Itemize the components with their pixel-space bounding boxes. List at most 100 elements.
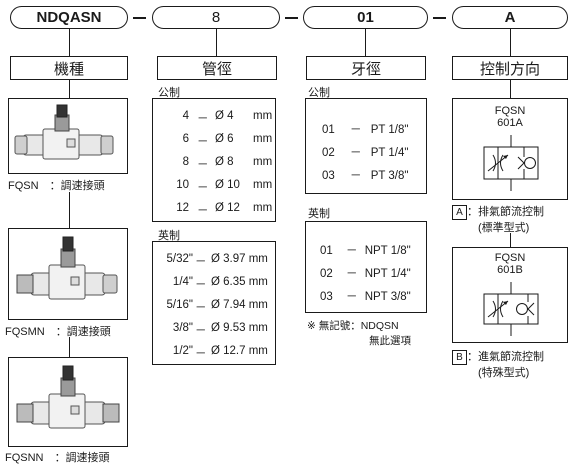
port-thread: NPT 1/4" <box>364 268 411 280</box>
fitting-image-fqsnn <box>8 357 128 447</box>
tube-dash: － <box>197 205 209 217</box>
port-code-value: 01 <box>322 124 335 136</box>
port-dash: － <box>350 170 362 182</box>
control-a-caption-line2: (標準型式) <box>478 222 530 234</box>
code-separator <box>285 17 298 19</box>
tube-unit: mm <box>253 110 273 122</box>
type-header: 機種 <box>10 56 128 80</box>
tube-size: Ø 12 <box>215 202 240 214</box>
tube-metric-label: 公制 <box>158 87 180 99</box>
tube-dash: － <box>197 182 209 194</box>
flow-control-a-icon <box>483 135 539 191</box>
series-code-pill: NDQASN <box>10 6 128 29</box>
tube-size: Ø 6.35 mm <box>211 276 268 288</box>
tube-size: Ø 4 <box>215 110 234 122</box>
type-header-label: 機種 <box>53 60 84 78</box>
type-desc: 調速接頭 <box>60 180 105 192</box>
control-a-caption: A：排氣節流控制 <box>452 203 544 220</box>
tube-unit: mm <box>253 133 273 145</box>
tube-size: Ø 7.94 mm <box>211 299 268 311</box>
tube-unit: mm <box>253 202 273 214</box>
control-a-box: FQSN 601A <box>452 98 568 200</box>
port-code-value: 03 <box>322 170 335 182</box>
control-b-letter: B <box>452 349 467 365</box>
connector-line <box>510 80 511 98</box>
tube-metric-box: 4 － Ø 4 mm 6 － Ø 6 mm 8 － Ø 8 mm 10 － Ø … <box>152 98 276 222</box>
port-thread: NPT 1/8" <box>364 245 411 257</box>
port-code-value: 02 <box>322 147 335 159</box>
tube-header-label: 管徑 <box>201 60 232 78</box>
type-caption-fqsnn: FQSNN ：調速接頭 <box>5 449 110 465</box>
tube-size: Ø 6 <box>215 133 234 145</box>
port-thread: PT 3/8" <box>370 170 409 182</box>
tube-code: 8 <box>211 9 221 26</box>
tube-dash: － <box>195 348 207 360</box>
tube-dash: － <box>195 302 207 314</box>
port-code-value: 01 <box>320 245 333 257</box>
port-metric-label: 公制 <box>308 87 330 99</box>
port-imperial-row: 02 － NPT 1/4" <box>320 265 411 281</box>
port-note: ※ 無記號：NDQSN 無此選項 <box>307 318 411 348</box>
fitting-fqsmn-icon <box>16 236 118 300</box>
port-note-line1: ※ 無記號：NDQSN <box>307 320 399 332</box>
port-dash: － <box>350 147 362 159</box>
control-a-desc: ：排氣節流控制 <box>467 206 544 218</box>
port-dash: － <box>346 245 358 257</box>
connector-line <box>69 29 70 56</box>
tube-dash: － <box>195 256 207 268</box>
tube-header: 管徑 <box>157 56 277 80</box>
tube-dash: － <box>195 279 207 291</box>
tube-code-value: 1/4" <box>172 276 193 288</box>
port-header-label: 牙徑 <box>350 60 381 78</box>
tube-unit: mm <box>253 156 273 168</box>
port-thread: PT 1/8" <box>370 124 409 136</box>
port-code-value: 02 <box>320 268 333 280</box>
control-b-desc: ：進氣節流控制 <box>467 351 544 363</box>
port-dash: － <box>350 124 362 136</box>
tube-size: Ø 3.97 mm <box>211 253 268 265</box>
port-code-pill: 01 <box>303 6 428 29</box>
tube-code-value: 12 <box>176 202 189 214</box>
tube-code-value: 5/32" <box>166 253 193 265</box>
port-metric-box: 01 － PT 1/8" 02 － PT 1/4" 03 － PT 3/8" <box>305 98 427 194</box>
series-code: NDQASN <box>36 9 102 26</box>
tube-code-value: 5/16" <box>166 299 193 311</box>
type-name: FQSN <box>8 180 39 192</box>
code-separator <box>133 17 146 19</box>
port-imperial-label: 英制 <box>308 208 330 220</box>
type-caption-fqsmn: FQSMN ：調速接頭 <box>5 323 111 339</box>
control-a-model-line2: 601A <box>497 117 523 129</box>
connector-line <box>69 192 70 228</box>
control-code-pill: A <box>452 6 568 29</box>
port-dash: － <box>346 291 358 303</box>
port-dash: － <box>346 268 358 280</box>
control-code: A <box>504 9 516 26</box>
control-b-caption: B：進氣節流控制 <box>452 348 544 365</box>
port-metric-row: 02 － PT 1/4" <box>322 144 408 160</box>
port-imperial-box: 01 － NPT 1/8" 02 － NPT 1/4" 03 － NPT 3/8… <box>305 221 427 313</box>
type-desc: 調速接頭 <box>65 452 110 464</box>
fitting-image-fqsn <box>8 98 128 174</box>
connector-line <box>510 233 511 247</box>
fitting-image-fqsmn <box>8 228 128 320</box>
port-thread: NPT 3/8" <box>364 291 411 303</box>
tube-code-value: 8 <box>182 156 189 168</box>
connector-line <box>510 29 511 56</box>
tube-code-pill: 8 <box>152 6 280 29</box>
connector-line <box>216 29 217 56</box>
port-imperial-row: 03 － NPT 3/8" <box>320 288 411 304</box>
tube-code-value: 1/2" <box>172 345 193 357</box>
tube-size: Ø 12.7 mm <box>211 345 268 357</box>
type-desc: 調速接頭 <box>66 326 111 338</box>
port-metric-row: 03 － PT 3/8" <box>322 167 408 183</box>
connector-line <box>365 29 366 56</box>
tube-dash: － <box>197 136 209 148</box>
port-code-value: 03 <box>320 291 333 303</box>
tube-code-value: 10 <box>176 179 189 191</box>
tube-code-value: 6 <box>182 133 189 145</box>
fitting-fqsnn-icon <box>16 365 120 429</box>
tube-dash: － <box>197 113 209 125</box>
tube-dash: － <box>197 159 209 171</box>
port-note-line2: 無此選項 <box>369 335 411 347</box>
type-sep: ： <box>55 326 67 338</box>
